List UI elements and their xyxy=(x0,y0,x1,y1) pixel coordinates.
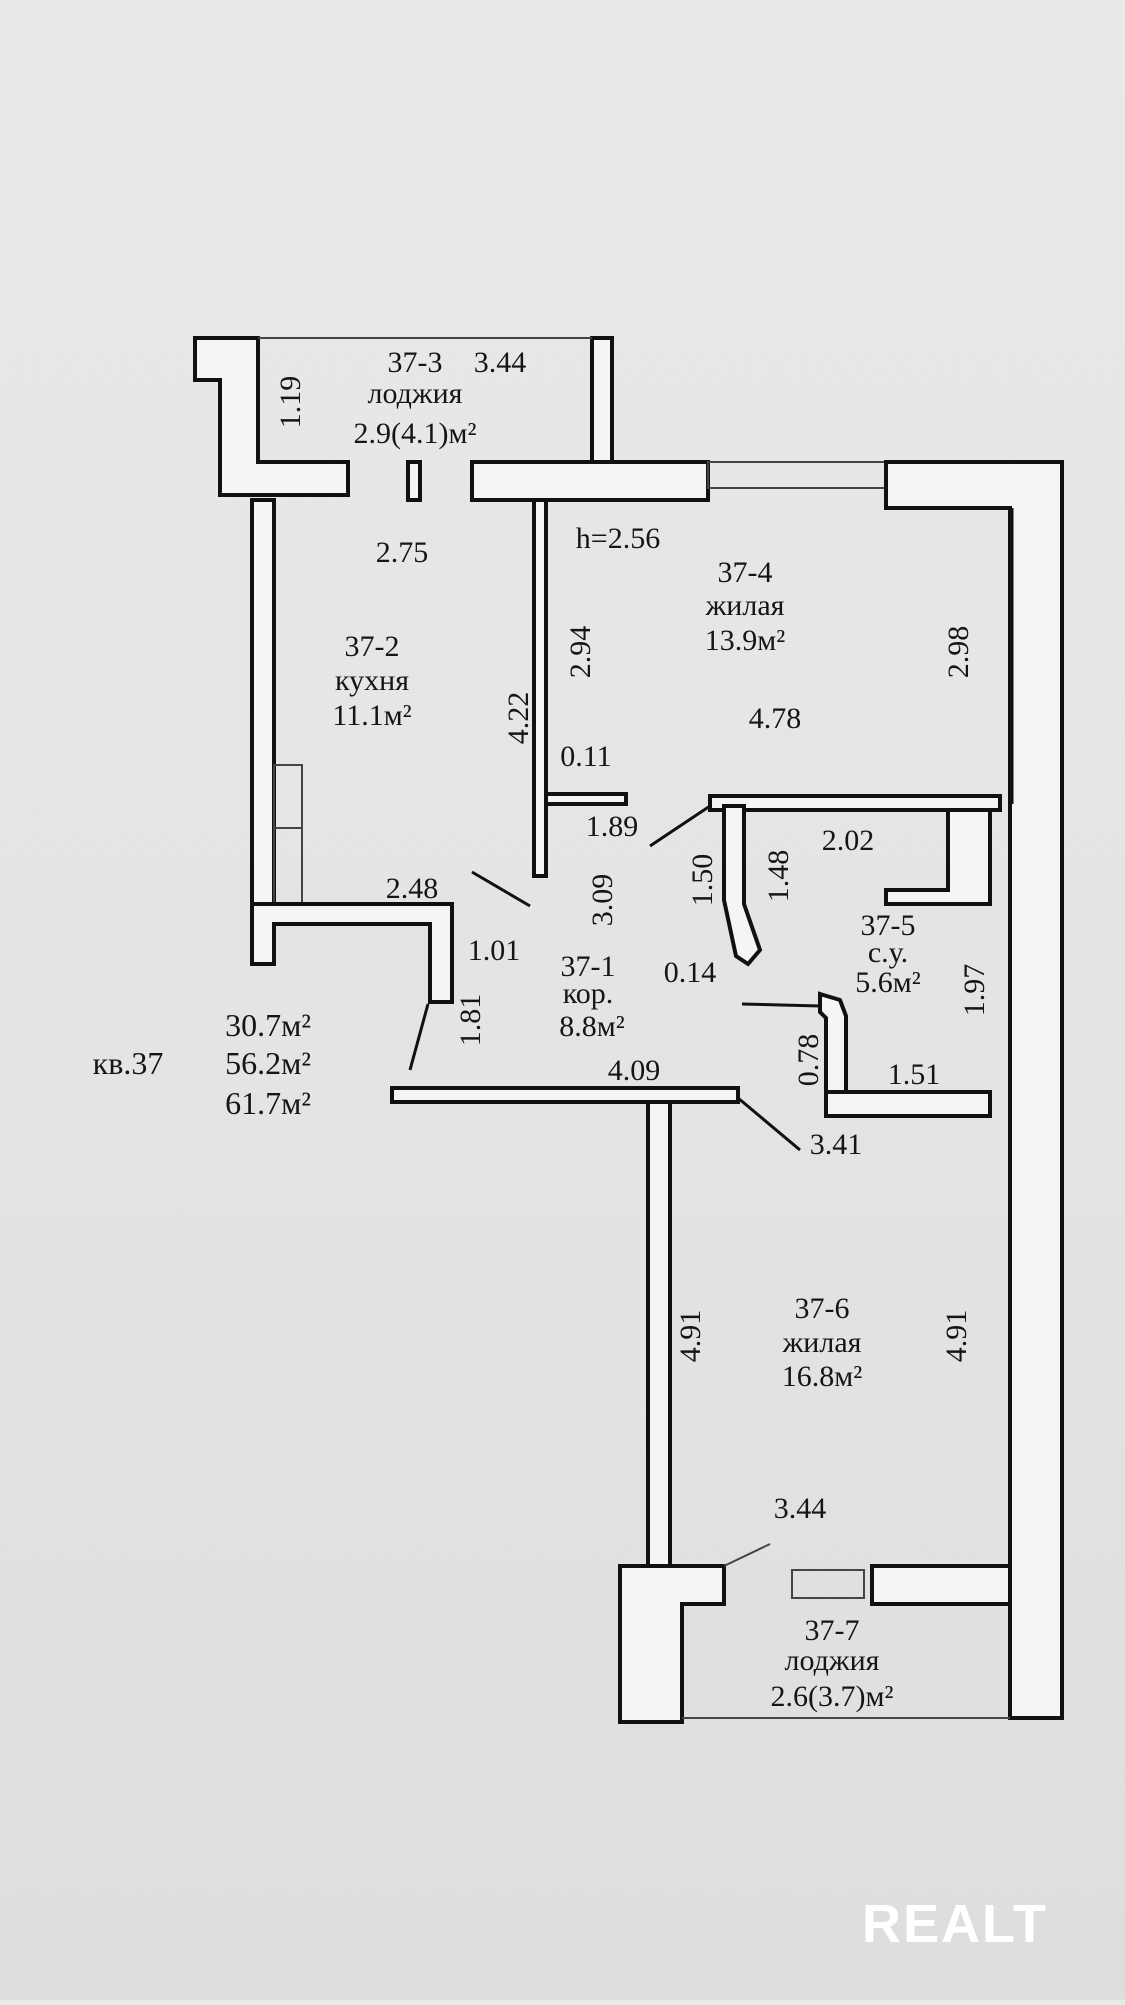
living1-window xyxy=(707,461,887,489)
dim-living2-right: 4.91 xyxy=(940,1310,973,1363)
wall-bath-bottom xyxy=(824,1090,992,1118)
wall-loggia-door-post xyxy=(406,460,422,502)
room-area: 5.6м² xyxy=(855,966,920,999)
ceiling-height: h=2.56 xyxy=(576,522,660,555)
loggia-bottom-door xyxy=(791,1569,865,1599)
dim-living2-top-leader xyxy=(737,1096,801,1152)
room-id: 37-7 xyxy=(805,1614,860,1647)
kitchen-cabinet xyxy=(273,764,303,906)
total-area: 56.2м² xyxy=(225,1045,311,1081)
room-area: 16.8м² xyxy=(782,1360,862,1393)
dim-living2-left: 4.91 xyxy=(674,1310,707,1363)
wall-loggia-bottom-left xyxy=(618,1564,726,1724)
dim-living2-top: 3.41 xyxy=(810,1128,863,1161)
wall-kitchen-bottom xyxy=(250,902,454,1004)
room-name: лоджия xyxy=(368,377,463,410)
dim-bath-height: 1.97 xyxy=(958,964,991,1017)
wall-bath-partition xyxy=(722,804,763,967)
dim-loggia-top-width: 3.44 xyxy=(474,346,527,379)
realt-watermark: REALT xyxy=(862,1894,1048,1954)
room-37-2: 37-2 кухня 11.1м² xyxy=(332,630,411,732)
room-id: 37-6 xyxy=(795,1292,850,1325)
total-with-loggias: 61.7м² xyxy=(225,1085,311,1121)
dim-jog: 0.14 xyxy=(664,956,717,989)
dim-bath-width: 2.02 xyxy=(822,824,875,857)
wall-loggia-top-right xyxy=(590,336,614,464)
dim-living2-bottom: 3.44 xyxy=(774,1492,827,1525)
room-name: кухня xyxy=(335,664,409,697)
apartment-label: кв.37 xyxy=(93,1045,164,1081)
dim-corridor-diag: 1.89 xyxy=(586,810,639,843)
dim-kitchen-bottom: 2.48 xyxy=(386,872,439,905)
room-id: 37-3 xyxy=(388,346,443,379)
wall-loggia-top-left xyxy=(193,336,350,497)
room-name: с.у. xyxy=(868,936,908,969)
dim-bath-wall-b: 1.48 xyxy=(762,850,795,903)
dim-niche-small: 0.11 xyxy=(560,740,611,773)
wall-bath-duct xyxy=(884,808,992,906)
room-name: лоджия xyxy=(785,1644,880,1677)
room-id: 37-4 xyxy=(718,556,773,589)
room-area: 13.9м² xyxy=(705,624,785,657)
room-name: жилая xyxy=(705,589,785,622)
room-37-7: 37-7 лоджия 2.6(3.7)м² xyxy=(771,1614,894,1713)
room-37-5: 37-5 с.у. 5.6м² xyxy=(855,909,920,999)
dim-living1-width: 4.78 xyxy=(749,702,802,735)
dim-bath-bottom: 1.51 xyxy=(888,1058,941,1091)
dim-loggia-top-depth: 1.19 xyxy=(274,376,307,429)
wall-living1-top xyxy=(470,460,710,502)
wall-loggia-bottom-right xyxy=(870,1564,1012,1606)
wall-living2-left xyxy=(646,1100,672,1568)
wall-living1-bottom-left xyxy=(544,792,628,806)
dim-living1-depth-right: 2.98 xyxy=(942,626,975,679)
dim-corridor-bottom: 4.09 xyxy=(608,1054,661,1087)
wall-kitchen-left xyxy=(250,498,276,966)
living-area: 30.7м² xyxy=(225,1007,311,1043)
room-id: 37-5 xyxy=(861,909,916,942)
room-37-4: 37-4 жилая 13.9м² xyxy=(705,556,786,657)
room-area: 8.8м² xyxy=(559,1010,624,1043)
wall-corridor-bottom xyxy=(390,1086,740,1104)
room-id: 37-1 xyxy=(561,950,616,983)
dim-doorway: 1.01 xyxy=(468,934,521,967)
dim-kitchen-length: 4.22 xyxy=(502,692,535,745)
room-area: 2.6(3.7)м² xyxy=(771,1680,894,1713)
room-name: кор. xyxy=(563,977,614,1010)
dim-bath-niche: 0.78 xyxy=(792,1034,825,1087)
dim-kitchen-width: 2.75 xyxy=(376,536,429,569)
dim-living1-depth-left: 2.94 xyxy=(564,626,597,679)
wall-living1-bottom-right xyxy=(708,794,1002,812)
wall-kitchen-living xyxy=(532,498,548,878)
room-37-1: 37-1 кор. 8.8м² xyxy=(559,950,624,1043)
dim-corridor-length: 3.09 xyxy=(586,874,619,927)
room-id: 37-2 xyxy=(345,630,400,663)
room-area: 11.1м² xyxy=(332,699,411,732)
room-37-6: 37-6 жилая 16.8м² xyxy=(782,1292,863,1393)
dim-bath-wall-a: 1.50 xyxy=(686,854,719,907)
apartment-summary: 30.7м² кв.37 56.2м² 61.7м² xyxy=(93,1007,311,1121)
door-swing-bath xyxy=(741,1002,821,1008)
door-swing-living1 xyxy=(649,804,711,848)
door-swing-entry xyxy=(408,1003,430,1071)
door-swing-kitchen xyxy=(471,870,531,908)
dim-corridor-side: 1.81 xyxy=(454,994,487,1047)
room-area: 2.9(4.1)м² xyxy=(354,417,477,450)
door-swing-loggia-bottom xyxy=(723,1543,771,1567)
room-37-3: 37-3 лоджия 2.9(4.1)м² xyxy=(354,346,477,450)
room-name: жилая xyxy=(782,1326,862,1359)
